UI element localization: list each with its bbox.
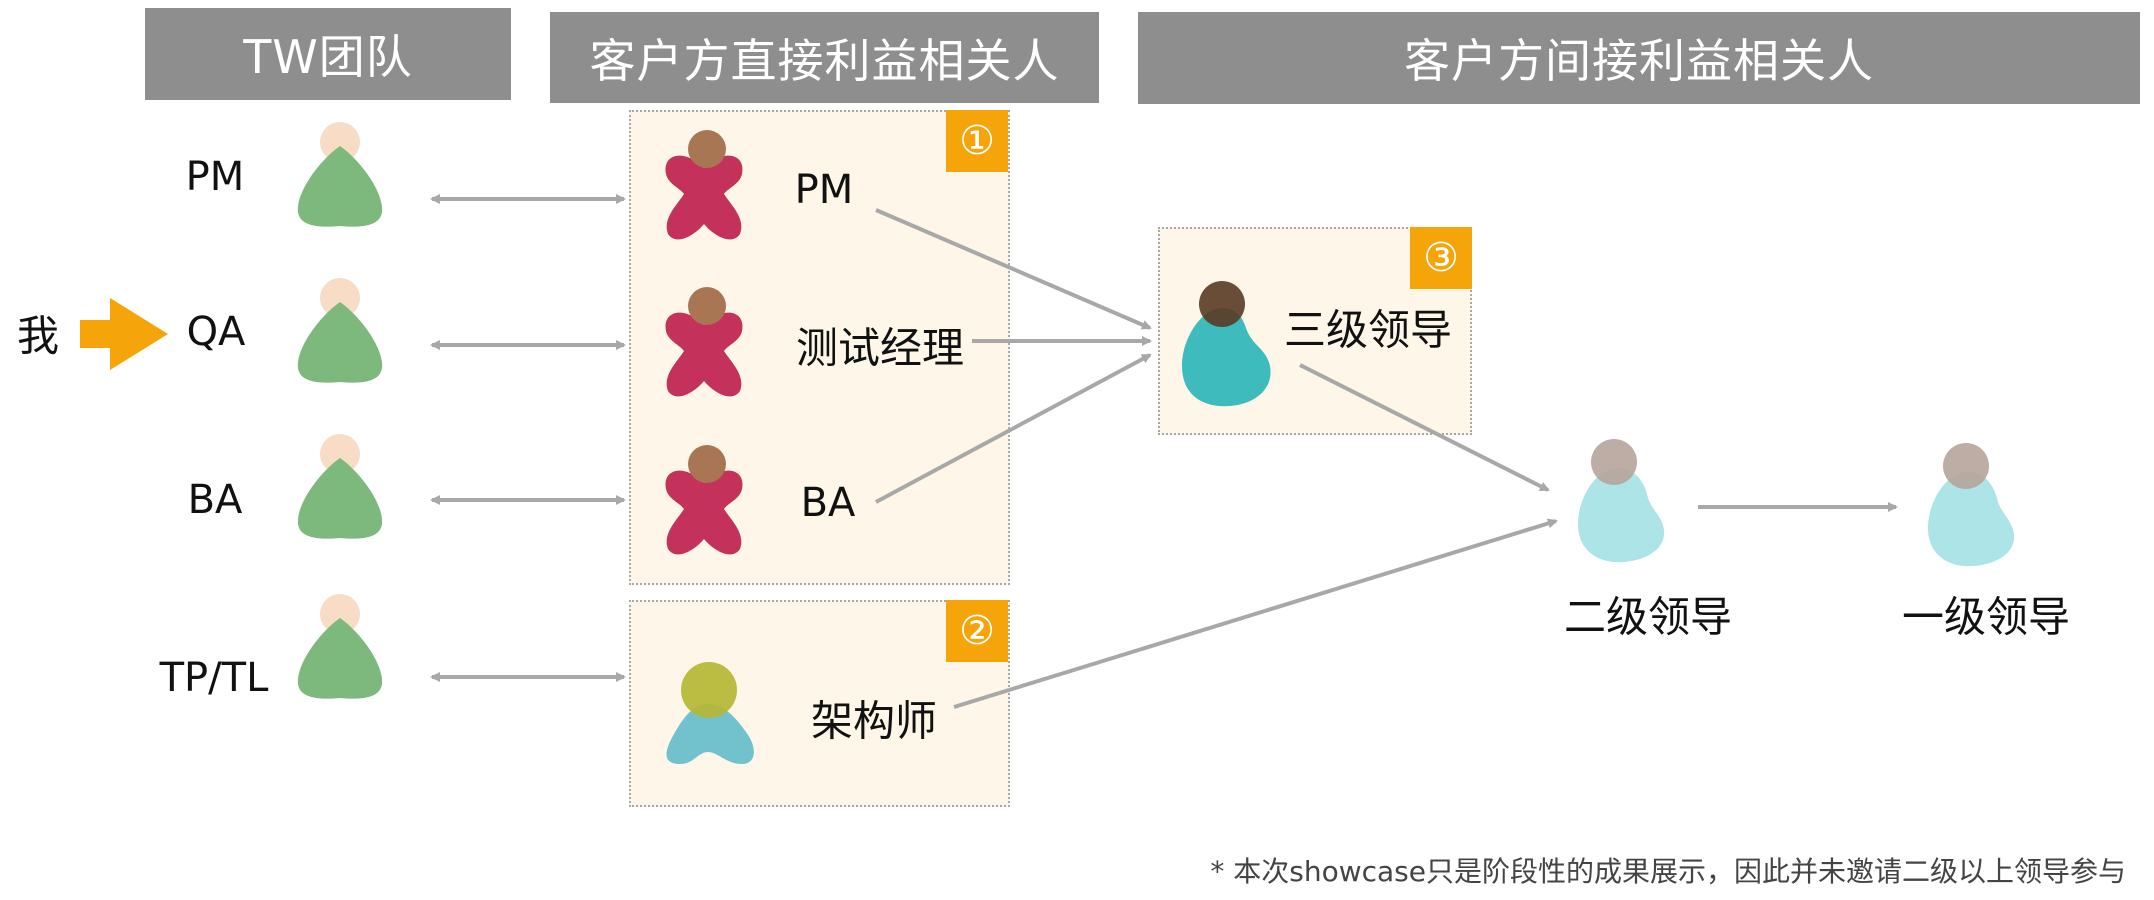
link-architect-second [953, 518, 1558, 709]
badge-3: ③ [1410, 227, 1472, 289]
header-tw-team: TW团队 [145, 8, 511, 100]
tw-role-tptl: TP/TL [159, 655, 269, 701]
direct-member-ba: BA [800, 480, 856, 526]
badge-2: ② [946, 600, 1008, 662]
second-leader-label: 二级领导 [1563, 592, 1733, 642]
header-client-direct: 客户方直接利益相关人 [550, 12, 1099, 103]
tw-role-ba: BA [187, 477, 243, 523]
link-ba-third [875, 353, 1152, 504]
footnote: * 本次showcase只是阶段性的成果展示，因此并未邀请二级以上领导参与 [1210, 855, 2126, 888]
architect-label: 架构师 [810, 696, 938, 746]
tw-role-pm: PM [185, 154, 245, 200]
badge-1: ① [946, 110, 1008, 172]
second-leader-person-icon [1578, 439, 1665, 563]
first-leader-person-icon [1928, 443, 2015, 567]
tw-role-qa: QA [186, 309, 246, 355]
direct-testmanager-person-icon [665, 287, 743, 397]
tw-pm-person-icon [297, 122, 383, 227]
me-label: 我 [16, 311, 60, 361]
third-leader-label: 三级领导 [1283, 305, 1453, 355]
third-leader-person-icon [1182, 281, 1271, 407]
me-arrow-icon [80, 298, 168, 370]
direct-member-testmanager: 测试经理 [795, 323, 965, 373]
direct-member-pm: PM [794, 167, 854, 213]
direct-pm-person-icon [665, 130, 743, 240]
architect-person-icon [666, 662, 754, 764]
header-client-indirect: 客户方间接利益相关人 [1138, 12, 2140, 104]
link-third-second [1299, 363, 1550, 492]
direct-ba-person-icon [665, 445, 743, 555]
tw-qa-person-icon [297, 278, 383, 383]
link-pm-third [875, 208, 1152, 330]
first-leader-label: 一级领导 [1901, 592, 2071, 642]
tw-tptl-person-icon [297, 594, 383, 699]
tw-ba-person-icon [297, 434, 383, 539]
